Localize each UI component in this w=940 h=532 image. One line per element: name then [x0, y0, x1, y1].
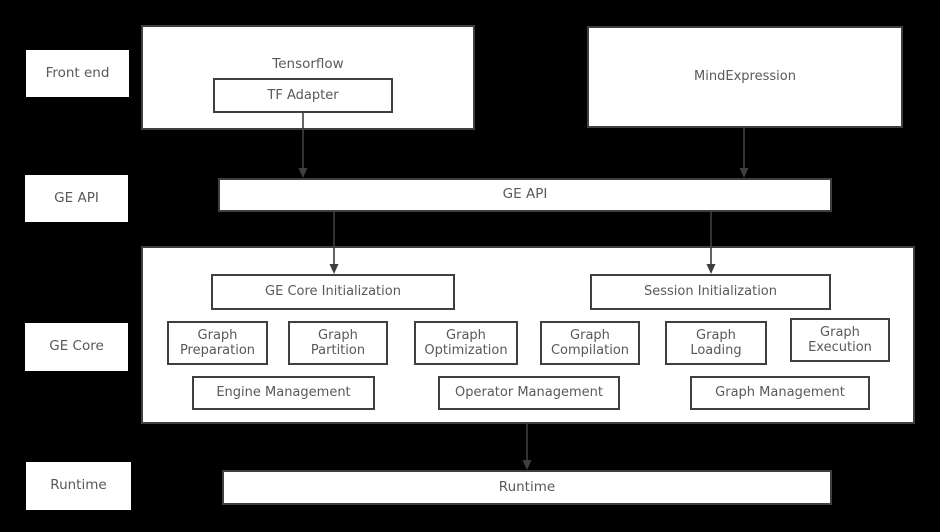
ge-core-inits-item-0: GE Core Initialization	[211, 274, 455, 310]
ge-core-managements-item-2: Graph Management	[690, 376, 870, 410]
ge-core-managements-item-0: Engine Management	[192, 376, 375, 410]
ge-core-managements-item-1: Operator Management	[438, 376, 620, 410]
ge-core-modules-item-3: Graph Compilation	[540, 321, 640, 365]
mindexpression-box: MindExpression	[587, 26, 903, 128]
tensorflow-container: Tensorflow TF Adapter	[141, 25, 475, 130]
arrow-ge-api-to-ge-core-init	[326, 212, 342, 274]
arrow-tf-adapter-to-ge-api	[295, 113, 311, 178]
runtime-bar: Runtime	[222, 470, 832, 505]
tensorflow-label: Tensorflow	[272, 56, 344, 72]
tf-adapter-box: TF Adapter	[213, 78, 393, 113]
arrow-ge-api-to-session-init	[703, 212, 719, 274]
ge-core-container: GE Core Initialization Session Initializa…	[141, 246, 915, 424]
sidebar-label-0: Front end	[26, 50, 129, 97]
ge-core-modules-item-0: Graph Preparation	[167, 321, 268, 365]
ge-core-inits-item-1: Session Initialization	[590, 274, 831, 310]
ge-core-modules-item-5: Graph Execution	[790, 318, 890, 362]
arrow-ge-core-to-runtime	[519, 424, 535, 470]
arrow-mindexpression-to-ge-api	[736, 128, 752, 178]
ge-core-modules-item-4: Graph Loading	[665, 321, 767, 365]
sidebar-label-3: Runtime	[26, 462, 131, 510]
ge-api-bar: GE API	[218, 178, 832, 212]
sidebar-label-1: GE API	[25, 175, 128, 222]
sidebar-label-2: GE Core	[25, 323, 128, 371]
ge-core-modules-item-2: Graph Optimization	[414, 321, 518, 365]
ge-core-modules-item-1: Graph Partition	[288, 321, 388, 365]
